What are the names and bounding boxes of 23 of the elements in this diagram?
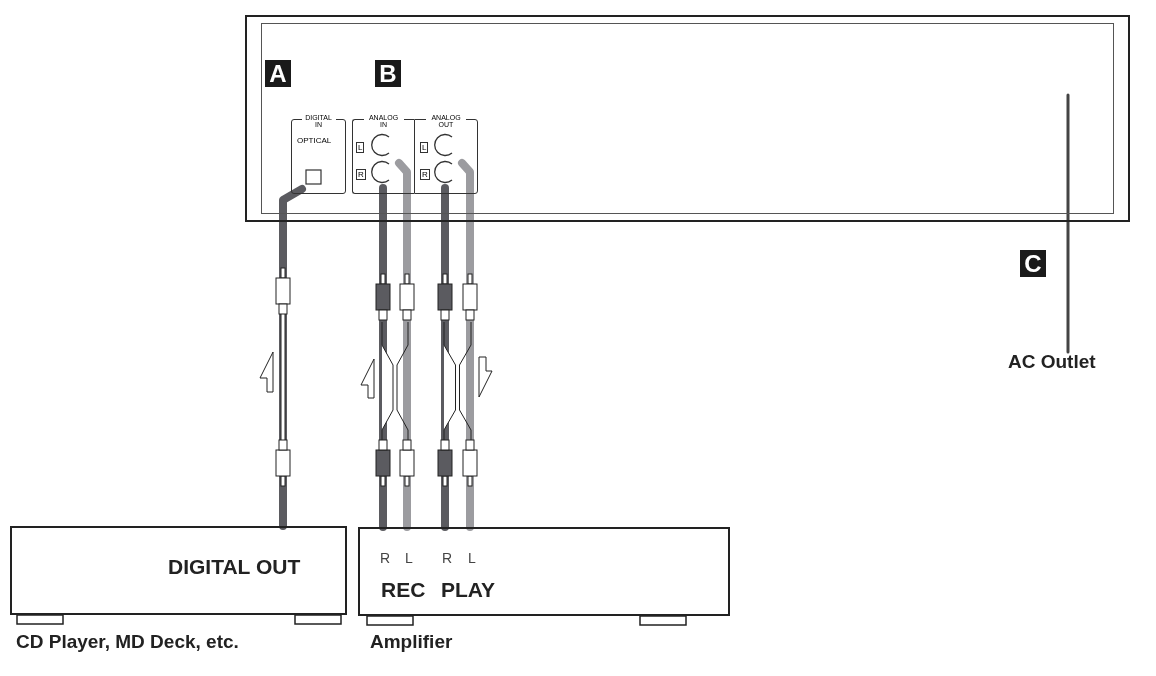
- jack-label: REC: [381, 579, 426, 600]
- callout-letter: C: [1020, 250, 1046, 277]
- callout-letter: A: [265, 60, 291, 87]
- port-label: OPTICAL: [297, 137, 332, 145]
- jack-label: PLAY: [441, 579, 496, 600]
- channel-label: R: [441, 551, 453, 565]
- channel-label: L: [420, 142, 429, 153]
- cable: [458, 159, 474, 531]
- channel-label: R: [356, 169, 366, 180]
- source-device-box: [10, 526, 347, 615]
- amplifier-box: [358, 527, 730, 616]
- channel-label: R: [379, 551, 391, 565]
- callout-letter: B: [375, 60, 401, 87]
- jack-label: DIGITAL OUT: [168, 556, 301, 577]
- power-cord: [1066, 93, 1070, 354]
- cable: [395, 159, 411, 531]
- channel-label: L: [405, 551, 413, 565]
- channel-label: L: [468, 551, 476, 565]
- channel-label: R: [420, 169, 430, 180]
- outlet-label: AC Outlet: [1008, 352, 1096, 371]
- device-caption: Amplifier: [370, 632, 453, 651]
- device-caption: CD Player, MD Deck, etc.: [16, 632, 239, 651]
- channel-label: L: [356, 142, 365, 153]
